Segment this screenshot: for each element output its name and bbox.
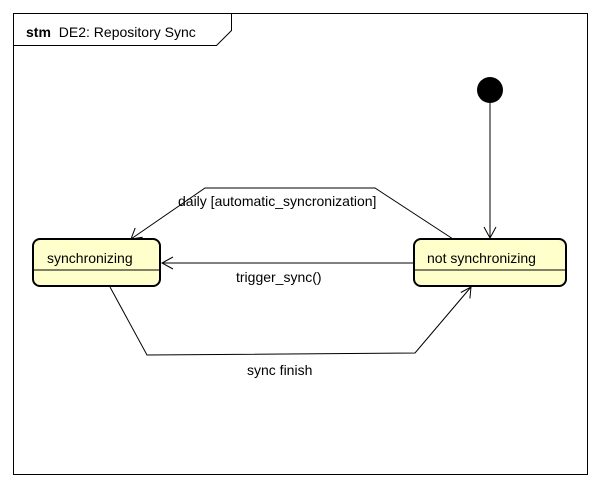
daily-transition-label: daily [automatic_syncronization] (178, 193, 376, 209)
finish-transition-line[interactable] (109, 286, 472, 356)
state-not-synchronizing-label: not synchronizing (427, 250, 536, 266)
initial-state-node[interactable] (477, 77, 503, 103)
state-not-synchronizing[interactable]: not synchronizing (413, 238, 567, 287)
trigger-transition-arrowhead (160, 256, 174, 270)
diagram-title-keyword: stm (26, 24, 51, 40)
trigger-transition-label: trigger_sync() (236, 269, 322, 285)
daily-transition-line[interactable] (130, 187, 454, 240)
diagram-title-name: DE2: Repository Sync (59, 24, 196, 40)
state-synchronizing-label: synchronizing (47, 250, 133, 266)
state-synchronizing[interactable]: synchronizing (32, 238, 161, 287)
finish-transition-label: sync finish (247, 362, 312, 378)
diagram-title-tab (13, 13, 232, 46)
diagram-title: stm DE2: Repository Sync (26, 24, 196, 40)
